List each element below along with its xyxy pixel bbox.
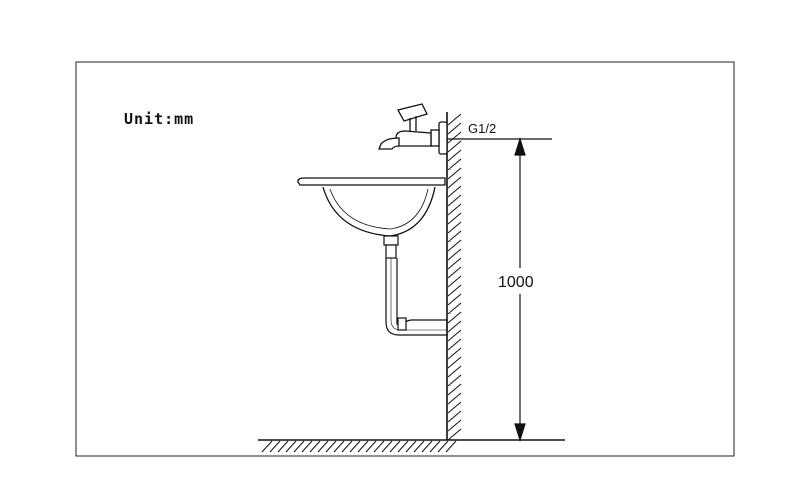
hatch-line bbox=[333, 440, 345, 453]
hatch-line bbox=[447, 284, 462, 297]
hatch-line bbox=[373, 440, 385, 453]
hatch-line bbox=[447, 347, 462, 360]
hatch-line bbox=[447, 311, 462, 324]
hatch-line bbox=[405, 440, 417, 453]
hatch-line bbox=[365, 440, 377, 453]
hatch-line bbox=[421, 440, 433, 453]
wash-basin bbox=[297, 177, 446, 237]
wall-hatching bbox=[447, 113, 462, 441]
wall bbox=[446, 112, 462, 441]
hatch-line bbox=[447, 221, 462, 234]
hatch-line bbox=[447, 122, 462, 135]
hatch-line bbox=[325, 440, 337, 453]
hatch-line bbox=[301, 440, 313, 453]
hatch-line bbox=[381, 440, 393, 453]
hatch-line bbox=[447, 302, 462, 315]
hatch-line bbox=[429, 440, 441, 453]
hatch-line bbox=[277, 440, 289, 453]
hatch-line bbox=[447, 230, 462, 243]
floor-hatching bbox=[261, 440, 457, 453]
hatch-line bbox=[447, 293, 462, 306]
hatch-line bbox=[285, 440, 297, 453]
hatch-line bbox=[293, 440, 305, 453]
hatch-line bbox=[447, 392, 462, 405]
hatch-line bbox=[447, 140, 462, 153]
height-dimension-label: 1000 bbox=[498, 274, 534, 291]
hatch-line bbox=[447, 374, 462, 387]
faucet-icon bbox=[378, 103, 448, 155]
hatch-line bbox=[447, 338, 462, 351]
hatch-line bbox=[397, 440, 409, 453]
hatch-line bbox=[413, 440, 425, 453]
hatch-line bbox=[447, 428, 462, 441]
hatch-line bbox=[447, 149, 462, 162]
drain-pipe bbox=[383, 235, 448, 336]
thread-size-label: G1/2 bbox=[468, 121, 496, 136]
hatch-line bbox=[447, 194, 462, 207]
hatch-line bbox=[447, 257, 462, 270]
hatch-line bbox=[447, 401, 462, 414]
hatch-line bbox=[309, 440, 321, 453]
hatch-line bbox=[447, 167, 462, 180]
hatch-line bbox=[437, 440, 449, 453]
hatch-line bbox=[349, 440, 361, 453]
hatch-line bbox=[447, 410, 462, 423]
hatch-line bbox=[317, 440, 329, 453]
hatch-line bbox=[261, 440, 273, 453]
hatch-line bbox=[269, 440, 281, 453]
hatch-line bbox=[447, 329, 462, 342]
hatch-line bbox=[447, 248, 462, 261]
hatch-line bbox=[447, 131, 462, 144]
hatch-line bbox=[447, 275, 462, 288]
hatch-line bbox=[447, 320, 462, 333]
hatch-line bbox=[445, 440, 457, 453]
hatch-line bbox=[447, 185, 462, 198]
hatch-line bbox=[447, 365, 462, 378]
hatch-line bbox=[447, 203, 462, 216]
hatch-line bbox=[447, 212, 462, 225]
hatch-line bbox=[447, 113, 462, 126]
hatch-line bbox=[447, 176, 462, 189]
hatch-line bbox=[447, 419, 462, 432]
hatch-line bbox=[447, 383, 462, 396]
hatch-line bbox=[341, 440, 353, 453]
diagram-frame bbox=[75, 61, 735, 457]
hatch-line bbox=[389, 440, 401, 453]
hatch-line bbox=[357, 440, 369, 453]
hatch-line bbox=[447, 239, 462, 252]
hatch-line bbox=[447, 356, 462, 369]
hatch-line bbox=[447, 266, 462, 279]
hatch-line bbox=[447, 158, 462, 171]
floor bbox=[258, 439, 565, 453]
unit-label: Unit:mm bbox=[124, 110, 194, 128]
